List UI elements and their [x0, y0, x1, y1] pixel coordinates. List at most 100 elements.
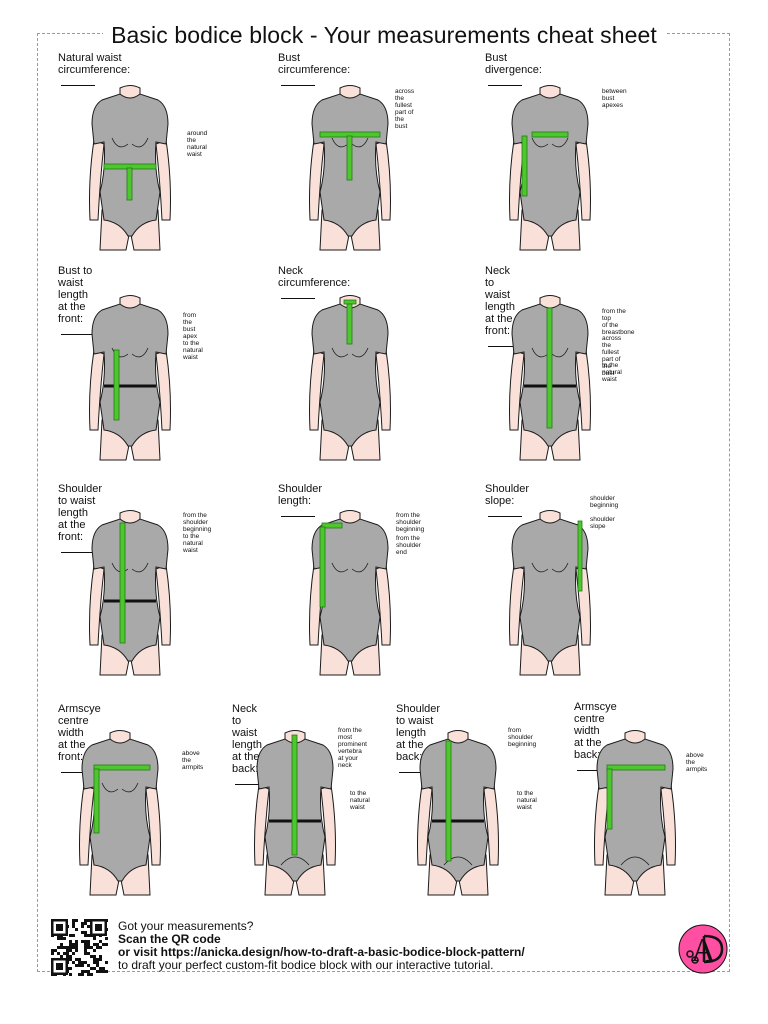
- annotation: to the natural waist: [183, 533, 203, 554]
- blank-field[interactable]: [488, 507, 522, 517]
- measurement-label: Shoulder length:: [278, 483, 322, 520]
- body-figure: [89, 510, 171, 676]
- measuring-tape: [521, 135, 528, 197]
- bust-line: [331, 137, 369, 148]
- measuring-tape: [346, 135, 353, 181]
- measurement-label: Bust circumference:: [278, 52, 350, 89]
- measurement-label-text: Shoulder length:: [278, 483, 323, 507]
- blank-field[interactable]: [281, 507, 315, 517]
- bust-line: [111, 137, 149, 148]
- body-figure: [79, 730, 161, 896]
- measuring-tape: [291, 734, 298, 856]
- bust-line: [531, 137, 569, 148]
- annotation: from the bust apex to the natural waist: [183, 312, 203, 361]
- annotation: above the armpits: [182, 750, 204, 771]
- right-arm: [145, 784, 161, 866]
- annotation: from the most prominent vertebra at your…: [338, 727, 367, 769]
- left-arm: [79, 784, 95, 866]
- footer-line-2: Scan the QR code: [118, 932, 221, 946]
- blank-field[interactable]: [488, 337, 522, 347]
- right-arm: [483, 784, 499, 866]
- blank-field[interactable]: [577, 761, 611, 771]
- blank-field[interactable]: [61, 763, 95, 773]
- body-figure: [509, 295, 591, 461]
- measuring-tape: [346, 303, 353, 345]
- body-figure: [309, 295, 391, 461]
- measuring-tape: [93, 768, 100, 834]
- bust-line: [111, 562, 149, 573]
- annotation: from the shoulder beginning: [396, 512, 425, 533]
- left-arm: [254, 784, 270, 866]
- measuring-tape: [93, 764, 151, 771]
- blank-field[interactable]: [61, 543, 95, 553]
- annotation: from the top of the breastbone: [602, 308, 635, 336]
- right-arm: [375, 349, 391, 431]
- footer-link[interactable]: or visit https://anicka.design/how-to-dr…: [118, 945, 525, 959]
- left-arm: [509, 564, 525, 646]
- body-figure: [89, 295, 171, 461]
- measuring-tape: [606, 768, 613, 830]
- annotation: between bust apexes: [602, 88, 627, 109]
- body-figure: [89, 85, 171, 251]
- measurement-label: Bust to waist length at the front:: [58, 265, 95, 338]
- body-figure: [594, 730, 676, 896]
- blank-field[interactable]: [61, 325, 95, 335]
- bust-line: [331, 562, 369, 573]
- annotation: across the fullest part of the bust: [602, 335, 622, 377]
- right-arm: [320, 784, 336, 866]
- measurement-label: Shoulder slope:: [485, 483, 529, 520]
- right-arm: [155, 349, 171, 431]
- blank-field[interactable]: [235, 775, 269, 785]
- page-title: Basic bodice block - Your measurements c…: [0, 20, 768, 50]
- annotation: shoulder slope: [590, 516, 615, 530]
- left-arm: [417, 784, 433, 866]
- body-figure: [417, 730, 499, 896]
- measurement-label: Neck to waist length at the back:: [232, 703, 269, 788]
- annotation: shoulder beginning: [590, 495, 619, 509]
- body-figure: [309, 510, 391, 676]
- annotation: around the natural waist: [187, 130, 208, 158]
- right-arm: [575, 349, 591, 431]
- measuring-tape: [445, 740, 452, 862]
- measuring-tape: [577, 520, 583, 592]
- measuring-tape: [113, 349, 120, 421]
- annotation: across the fullest part of the bust: [395, 88, 415, 130]
- measurement-label: Armscye centre width at the front:: [58, 703, 101, 776]
- measurement-label-text: Bust to waist length at the front:: [58, 265, 93, 325]
- right-arm: [155, 139, 171, 221]
- footer-line-4: to draft your perfect custom-fit bodice …: [118, 958, 494, 972]
- blank-field[interactable]: [281, 76, 315, 86]
- blank-field[interactable]: [399, 763, 433, 773]
- blank-field[interactable]: [281, 289, 315, 299]
- bodysuit: [91, 303, 169, 447]
- annotation: above the armpits: [686, 752, 708, 773]
- back-line: [280, 856, 310, 866]
- bust-line: [531, 562, 569, 573]
- left-arm: [309, 139, 325, 221]
- blank-field[interactable]: [488, 76, 522, 86]
- bust-line: [101, 782, 139, 793]
- left-arm: [89, 349, 105, 431]
- bodysuit: [311, 303, 389, 447]
- measurement-label-text: Neck to waist length at the front:: [485, 265, 515, 337]
- measurement-label-text: Shoulder slope:: [485, 483, 530, 507]
- measuring-tape: [119, 522, 126, 644]
- bodysuit: [419, 738, 497, 882]
- measuring-tape: [546, 307, 553, 429]
- measurement-label: Neck circumference:: [278, 265, 350, 302]
- annotation: to the natural waist: [350, 790, 370, 811]
- measurement-label-text: Bust divergence:: [485, 52, 542, 76]
- annotation: from the shoulder end: [396, 535, 421, 556]
- measurement-label-text: Neck to waist length at the back:: [232, 703, 262, 775]
- blank-field[interactable]: [61, 76, 95, 86]
- bodysuit: [91, 518, 169, 662]
- right-arm: [155, 564, 171, 646]
- right-arm: [375, 139, 391, 221]
- measurement-label-text: Neck circumference:: [278, 265, 351, 289]
- measurement-label: Natural waist circumference:: [58, 52, 130, 89]
- measurement-label: Armscye centre width at the back:: [574, 701, 617, 774]
- qr-code-icon[interactable]: [50, 918, 108, 976]
- measuring-tape: [531, 131, 569, 138]
- right-arm: [375, 564, 391, 646]
- measurement-label: Neck to waist length at the front:: [485, 265, 522, 350]
